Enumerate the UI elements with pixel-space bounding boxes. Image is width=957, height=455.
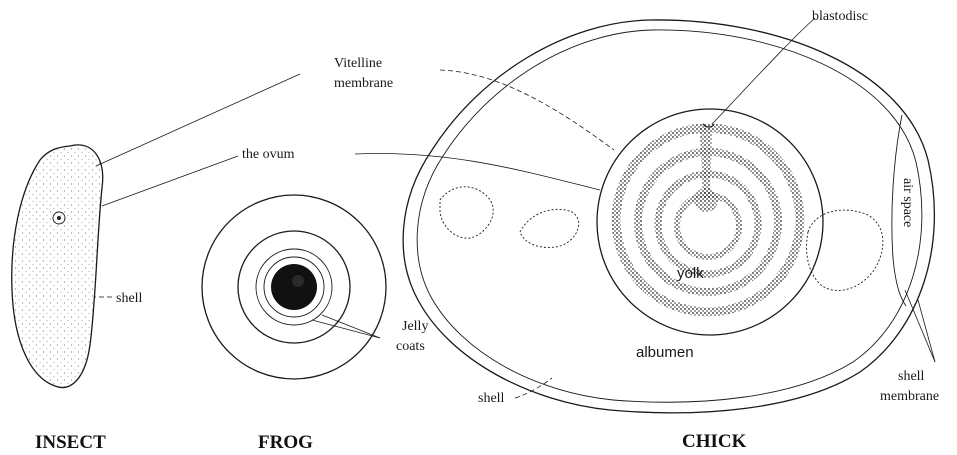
frog-egg [202, 195, 386, 379]
shell-membrane-leader-1 [905, 290, 935, 362]
shell-membrane-label-line1: shell [898, 369, 925, 384]
jelly-leader-2 [322, 315, 380, 338]
insect-egg [12, 145, 103, 388]
insect-title: INSECT [35, 432, 106, 453]
insect-egg-outline [12, 145, 103, 388]
air-space-label: air space [900, 178, 915, 227]
chalaza-left-2 [520, 209, 579, 247]
chick-shell-leader [515, 378, 552, 398]
chick-shell-label: shell [478, 391, 505, 406]
frog-ovum-highlight [292, 275, 304, 287]
shell-membrane-label-line2: membrane [880, 389, 939, 404]
blastodisc-label: blastodisc [812, 9, 868, 24]
ovum-leader-chick [355, 153, 600, 190]
chick-title: CHICK [682, 431, 747, 452]
frog-ovum [271, 264, 317, 310]
blastodisc-leader [712, 18, 815, 124]
vitelline-leader-chick [440, 70, 614, 150]
albumen-label: albumen [636, 344, 694, 361]
frog-title: FROG [258, 432, 313, 453]
the-ovum-label: the ovum [242, 147, 295, 162]
jelly-label-line1: Jelly [402, 319, 428, 334]
insect-shell-label: shell [116, 291, 143, 306]
ovum-leader-insect [102, 156, 238, 206]
insect-nucleus-dot [57, 216, 61, 220]
chalaza-right [807, 210, 883, 290]
shell-membrane-leader-2 [918, 300, 935, 362]
chalaza-left [440, 187, 493, 238]
yolk-label: yolk [677, 265, 704, 282]
jelly-label-line2: coats [396, 339, 425, 354]
vitelline-label-line1: Vitelline [334, 56, 382, 71]
vitelline-label-line2: membrane [334, 76, 393, 91]
